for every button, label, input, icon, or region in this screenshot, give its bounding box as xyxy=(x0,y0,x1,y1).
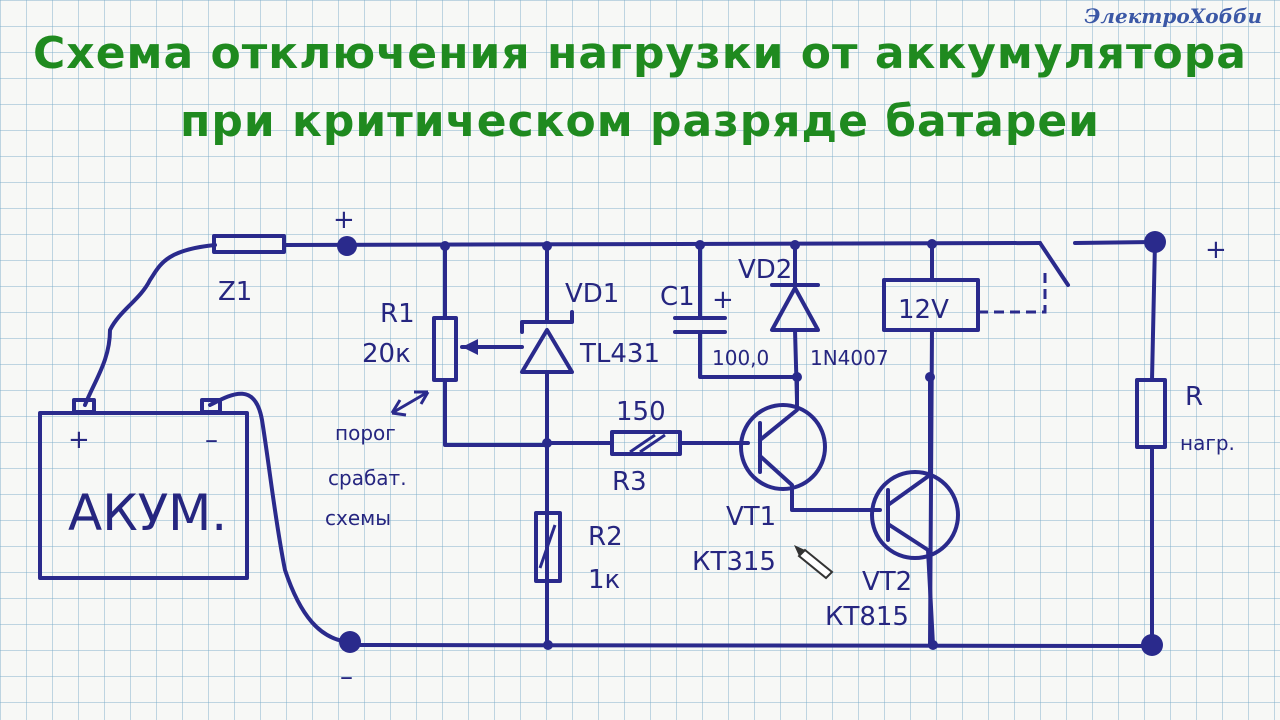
plus-top-label: + xyxy=(333,205,355,235)
c1-value: 100,0 xyxy=(712,346,769,370)
r1-wire xyxy=(443,244,549,447)
threshold-line-3: схемы xyxy=(325,506,391,530)
r2-stripe xyxy=(538,524,557,569)
node-minus-bottom xyxy=(339,631,361,653)
c1-wire xyxy=(698,243,799,379)
diode-vd2 xyxy=(770,283,820,332)
fuse-label: Z1 xyxy=(218,277,252,307)
r1-value: 20к xyxy=(362,339,411,369)
battery-plus-label: + xyxy=(68,425,90,455)
top-right-wire xyxy=(1073,240,1157,245)
vd1-name: VD1 xyxy=(565,279,619,309)
resistor-r1 xyxy=(432,316,458,382)
r3-name: R3 xyxy=(612,467,647,497)
load-sub: нагр. xyxy=(1180,431,1235,455)
vd2-name: VD2 xyxy=(738,255,792,285)
vt2-name: VT2 xyxy=(862,567,912,597)
brand-watermark: ЭлектроХобби xyxy=(1084,4,1262,28)
r1-wiper-arrow xyxy=(462,339,478,355)
vt1-leads xyxy=(758,375,882,512)
resistor-r3 xyxy=(610,430,682,456)
vt2-part: КТ815 xyxy=(825,602,909,632)
battery-plus-terminal xyxy=(72,398,96,414)
battery-minus-wire xyxy=(208,391,352,644)
r3-stripe xyxy=(629,433,666,454)
load-wire xyxy=(1150,240,1157,647)
resistor-load xyxy=(1135,378,1167,449)
transistor-vt2 xyxy=(870,470,960,560)
vt1-part: КТ315 xyxy=(692,547,776,577)
threshold-arrow xyxy=(390,390,430,417)
r2-value: 1к xyxy=(588,565,620,595)
r3-value: 150 xyxy=(616,397,666,427)
relay-link xyxy=(978,268,1047,314)
battery-label: АКУМ. xyxy=(68,484,227,542)
minus-bottom-label: – xyxy=(340,662,353,692)
top-rail-wire xyxy=(283,241,1042,247)
relay-label: 12V xyxy=(898,295,949,325)
relay-contact-wire xyxy=(1038,241,1070,287)
c1-plus: + xyxy=(712,285,734,315)
transistor-vt1 xyxy=(739,403,827,491)
vd1-part: TL431 xyxy=(579,339,660,369)
battery-plus-wire xyxy=(83,243,217,407)
pencil-cursor-icon xyxy=(794,545,834,580)
vt1-name: VT1 xyxy=(726,502,776,532)
battery-minus-label: – xyxy=(205,425,218,455)
battery-minus-terminal xyxy=(200,398,222,414)
relay-coil xyxy=(882,278,980,332)
r1-name: R1 xyxy=(380,299,415,329)
plus-right-label: + xyxy=(1205,235,1227,265)
r2-name: R2 xyxy=(588,522,623,552)
vd1-symbol xyxy=(520,310,574,374)
node-plus-top xyxy=(337,236,357,256)
capacitor-c1 xyxy=(673,316,727,334)
threshold-line-1: порог xyxy=(335,421,396,445)
threshold-line-2: срабат. xyxy=(328,466,407,490)
c1-name: C1 xyxy=(660,282,695,312)
fuse-z1 xyxy=(212,234,286,254)
title-line-1: Схема отключения нагрузки от аккумулятор… xyxy=(33,28,1247,79)
battery-box xyxy=(38,411,249,580)
vd2-part: 1N4007 xyxy=(810,346,889,370)
title-line-2: при критическом разряде батареи xyxy=(179,96,1101,147)
vt2-leads xyxy=(886,375,935,647)
load-name: R xyxy=(1185,382,1203,412)
bottom-rail-wire xyxy=(348,643,1157,648)
resistor-r2 xyxy=(534,511,562,583)
